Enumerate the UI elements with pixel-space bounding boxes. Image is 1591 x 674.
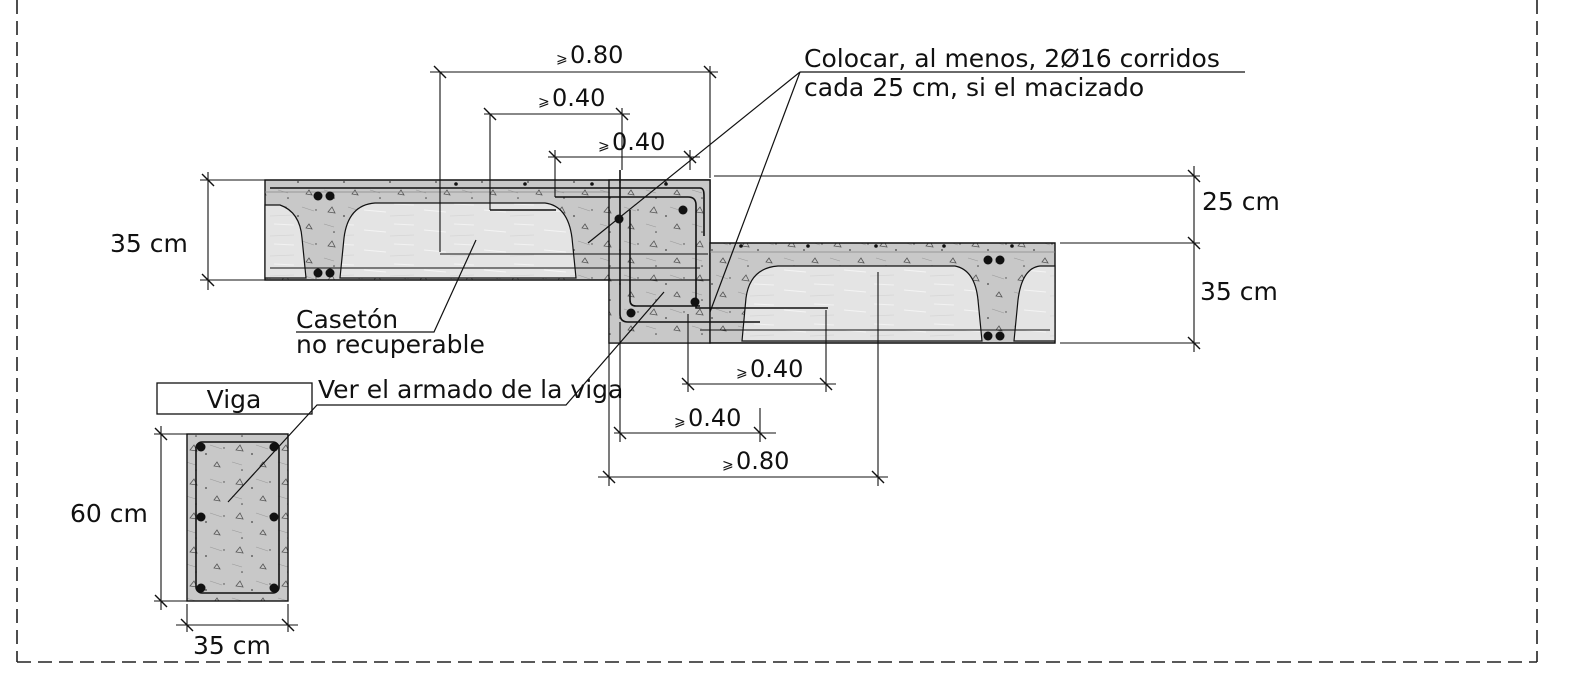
svg-text:0.40: 0.40 [552, 84, 605, 112]
note-line-1: Colocar, al menos, 2Ø16 corridos [804, 44, 1220, 73]
svg-text:⩾: ⩾ [556, 51, 568, 67]
note-line-2: cada 25 cm, si el macizado [804, 73, 1144, 102]
svg-text:⩾: ⩾ [538, 94, 550, 110]
viga-title: Viga [207, 385, 262, 414]
right-slab-void-block [741, 265, 983, 342]
svg-text:0.40: 0.40 [612, 128, 665, 156]
lap-label-bottom-outer: ⩾ 0.80 [722, 447, 789, 475]
svg-text:⩾: ⩾ [598, 138, 610, 154]
caseton-label-2: no recuperable [296, 330, 485, 359]
connection-block [608, 179, 711, 344]
lap-label-bottom-inner: ⩾ 0.40 [736, 355, 803, 383]
viga-title-box [156, 382, 313, 415]
left-depth-label: 35 cm [110, 229, 188, 258]
right-slab-void-block [1013, 265, 1056, 342]
dimension-lines [154, 65, 1201, 632]
svg-text:0.40: 0.40 [750, 355, 803, 383]
svg-text:⩾: ⩾ [722, 457, 734, 473]
beam-section [186, 433, 289, 602]
svg-text:0.80: 0.80 [570, 41, 623, 69]
beam-width-label: 35 cm [193, 631, 271, 660]
svg-text:0.40: 0.40 [688, 404, 741, 432]
beam-height-label: 60 cm [70, 499, 148, 528]
svg-text:⩾: ⩾ [736, 365, 748, 381]
rebar-dots [313, 182, 1014, 341]
viga-reference-label: Ver el armado de la viga [318, 375, 623, 404]
svg-text:⩾: ⩾ [674, 414, 686, 430]
lap-label-top-outer: ⩾ 0.80 [556, 41, 623, 69]
lap-label-top-mid: ⩾ 0.40 [538, 84, 605, 112]
left-slab-void-block [264, 204, 307, 279]
sheet-frame [16, 0, 1538, 663]
reinforcement-bars [270, 170, 1050, 331]
right-depth-label: 35 cm [1200, 277, 1278, 306]
leader-lines [227, 71, 1245, 503]
svg-text:0.80: 0.80 [736, 447, 789, 475]
right-slab [709, 242, 1056, 344]
lap-label-top-inner: ⩾ 0.40 [598, 128, 665, 156]
lap-label-bottom-mid: ⩾ 0.40 [674, 404, 741, 432]
top-offset-label: 25 cm [1202, 187, 1280, 216]
left-slab-void-block [339, 202, 577, 279]
caseton-label-1: Casetón [296, 305, 398, 334]
